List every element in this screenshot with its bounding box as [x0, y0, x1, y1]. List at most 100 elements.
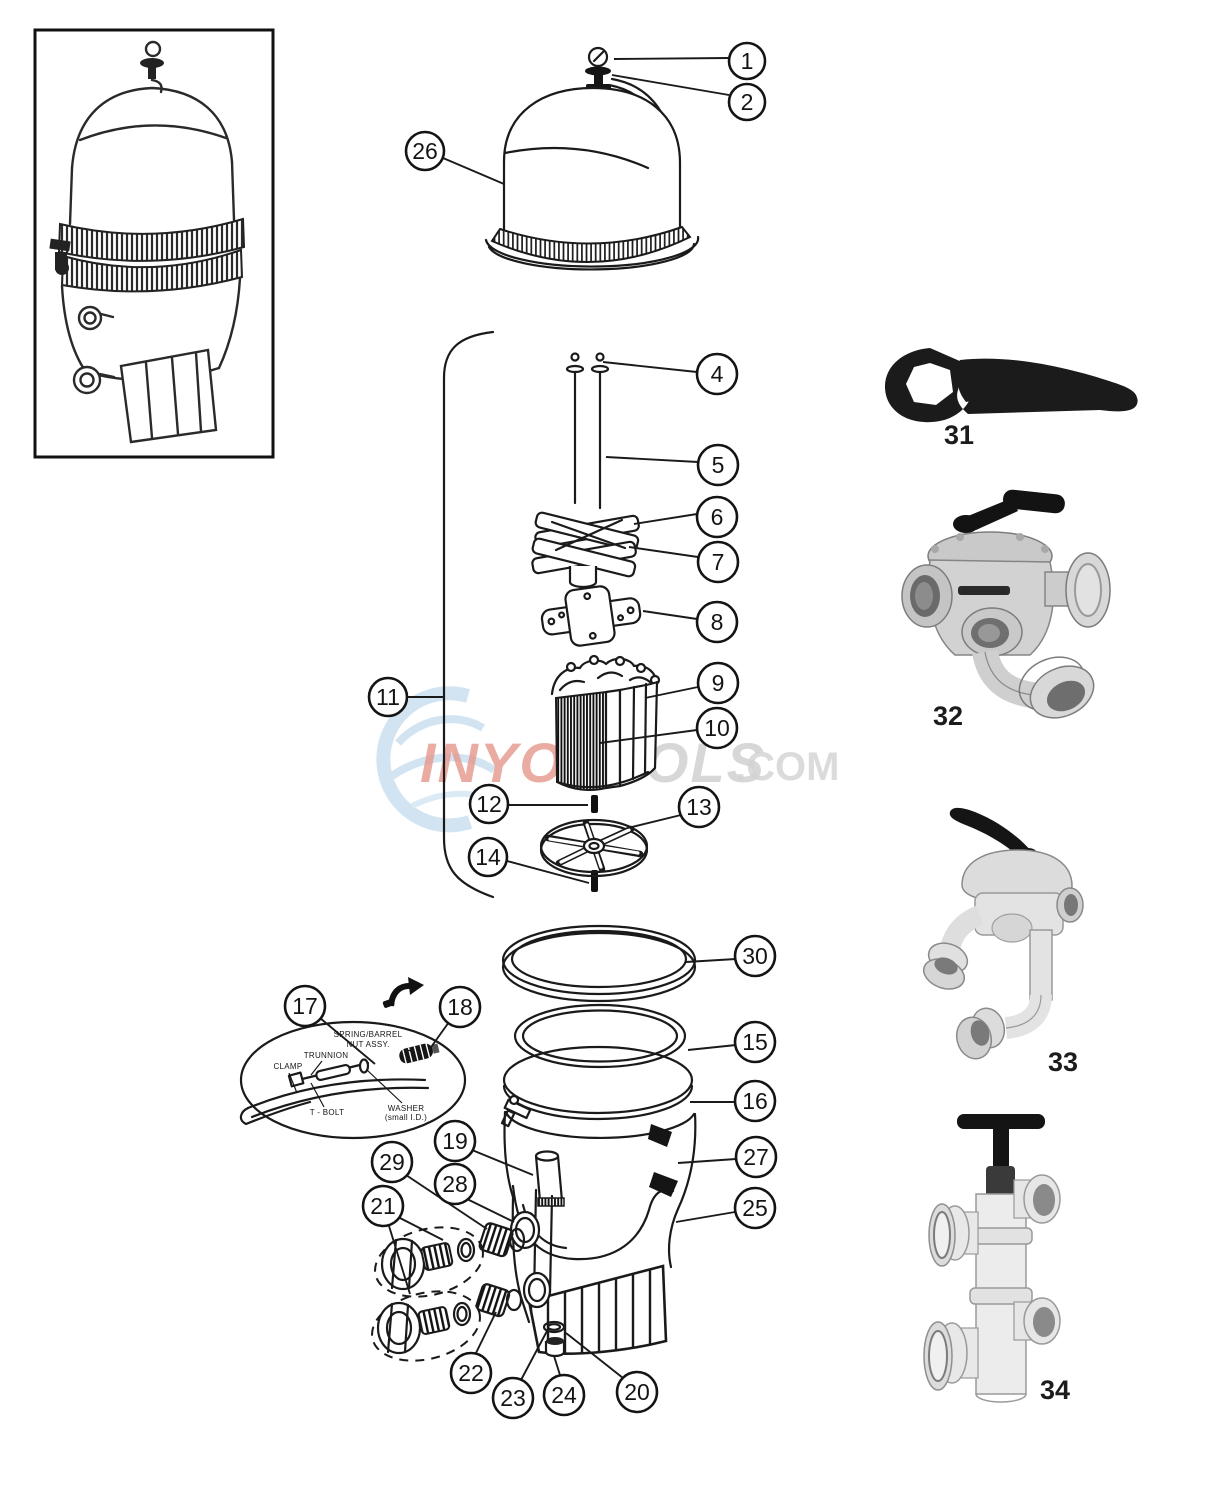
callout-24: 24: [542, 1355, 586, 1417]
callout-1-number: 1: [741, 48, 754, 74]
annotation-nut-assy: NUT ASSY.: [346, 1040, 414, 1053]
part-dome-lid: [484, 46, 700, 271]
part-bulkhead-fitting-lower: [475, 1283, 511, 1318]
callout-12-circle: [468, 783, 510, 825]
callout-2-leader: [611, 74, 730, 96]
callout-18-leader: [428, 1021, 450, 1051]
callout-20-number: 20: [624, 1379, 650, 1405]
callout-28-number: 28: [442, 1171, 468, 1197]
callout-15: 15: [687, 1020, 777, 1064]
callout-24-circle: [542, 1373, 586, 1417]
callout-18: 18: [428, 985, 482, 1051]
callout-23-circle: [491, 1376, 535, 1420]
annotation-clamp: CLAMP: [273, 1062, 302, 1094]
diagram-artwork: [33, 28, 1138, 1403]
callout-26-circle: [404, 130, 446, 172]
callout-29-number: 29: [379, 1149, 405, 1175]
callout-9-leader: [644, 686, 699, 699]
callout-13-number: 13: [686, 794, 712, 820]
callout-2-number: 2: [741, 89, 754, 115]
callout-30-number: 30: [742, 943, 768, 969]
callout-2: 2: [611, 74, 767, 122]
lower-bulkhead-port: [522, 1271, 552, 1309]
callout-12-number: 12: [476, 791, 502, 817]
spring-barrel-nut: [399, 1043, 440, 1064]
callout-21-leader: [397, 1216, 444, 1241]
callout-5-number: 5: [712, 452, 725, 478]
callout-29-circle: [370, 1140, 414, 1184]
callout-6: 6: [633, 495, 739, 539]
callout-13-circle: [677, 785, 721, 829]
callout-27: 27: [677, 1135, 778, 1179]
part-standpipe: [534, 1154, 564, 1203]
callout-12: 12: [468, 783, 588, 825]
annotation-spring-barrel: SPRING/BARREL: [334, 1030, 403, 1039]
part-retainer-ring: [501, 924, 697, 1003]
callout-28-leader: [466, 1198, 515, 1223]
callout-29: 29: [370, 1140, 488, 1230]
svg-text:WASHER: WASHER: [388, 1104, 425, 1113]
part-top-manifold: [531, 511, 640, 589]
callout-28: 28: [433, 1162, 515, 1223]
callout-16-number: 16: [742, 1088, 768, 1114]
callout-14-number: 14: [475, 844, 501, 870]
callout-9-circle: [696, 661, 740, 705]
callout-23: 23: [491, 1330, 548, 1420]
part-pin-upper: [591, 795, 598, 813]
callout-18-number: 18: [447, 994, 473, 1020]
photo-multiport-valve-plumbed: [922, 807, 1084, 1060]
callout-16-circle: [733, 1079, 777, 1123]
callout-7-leader: [628, 546, 699, 558]
callout-4-circle: [695, 352, 739, 396]
callout-30-leader: [685, 958, 737, 963]
callout-7-circle: [696, 540, 740, 584]
callout-17-circle: [283, 984, 327, 1028]
callout-4: 4: [602, 352, 739, 396]
callout-19-leader: [471, 1149, 534, 1176]
callout-1: 1: [613, 41, 767, 81]
callout-9: 9: [644, 661, 740, 705]
svg-text:CLAMP: CLAMP: [273, 1062, 302, 1071]
callout-7-number: 7: [712, 549, 725, 575]
part-grid-assembly: [550, 654, 661, 791]
callout-30-circle: [733, 934, 777, 978]
watermark-dotcom: .COM: [735, 745, 839, 789]
part-tank-oring: [513, 1003, 687, 1069]
callout-20: 20: [565, 1332, 659, 1414]
callout-24-leader: [553, 1355, 561, 1376]
callout-30: 30: [685, 934, 777, 978]
callout-25-number: 25: [742, 1195, 768, 1221]
photo-slide-valve: [923, 1114, 1061, 1403]
callout-27-leader: [677, 1158, 737, 1164]
callout-11-circle: [367, 676, 409, 718]
callout-8-number: 8: [711, 609, 724, 635]
svg-text:(small I.D.): (small I.D.): [385, 1113, 427, 1122]
figure-label-32: 32: [933, 701, 963, 731]
callout-11-number: 11: [376, 684, 400, 710]
callout-4-number: 4: [711, 361, 724, 387]
callout-28-circle: [433, 1162, 477, 1206]
callout-1-circle: [727, 41, 767, 81]
callout-21: 21: [361, 1184, 444, 1295]
callout-20-leader: [565, 1332, 624, 1379]
callout-18-circle: [438, 985, 482, 1029]
callout-21-leader: [388, 1225, 411, 1295]
callout-7: 7: [628, 540, 740, 584]
callout-6-leader: [633, 513, 698, 525]
callout-15-leader: [687, 1044, 737, 1051]
callout-21-number: 21: [370, 1193, 396, 1219]
callout-13-leader: [627, 814, 682, 829]
callout-6-number: 6: [711, 504, 724, 530]
part-drain-oring: [542, 1320, 566, 1334]
callout-20-circle: [615, 1370, 659, 1414]
thumbnail-assembled-filter: [33, 28, 275, 459]
svg-text:SPRING/BARREL: SPRING/BARREL: [334, 1030, 403, 1039]
callout-5: 5: [605, 443, 740, 487]
callout-9-number: 9: [712, 670, 725, 696]
part-fitting-kits: [371, 1226, 484, 1362]
part-bottom-spider: [539, 818, 649, 878]
figure-label-33: 33: [1048, 1047, 1078, 1077]
callout-10-leader: [599, 729, 698, 744]
